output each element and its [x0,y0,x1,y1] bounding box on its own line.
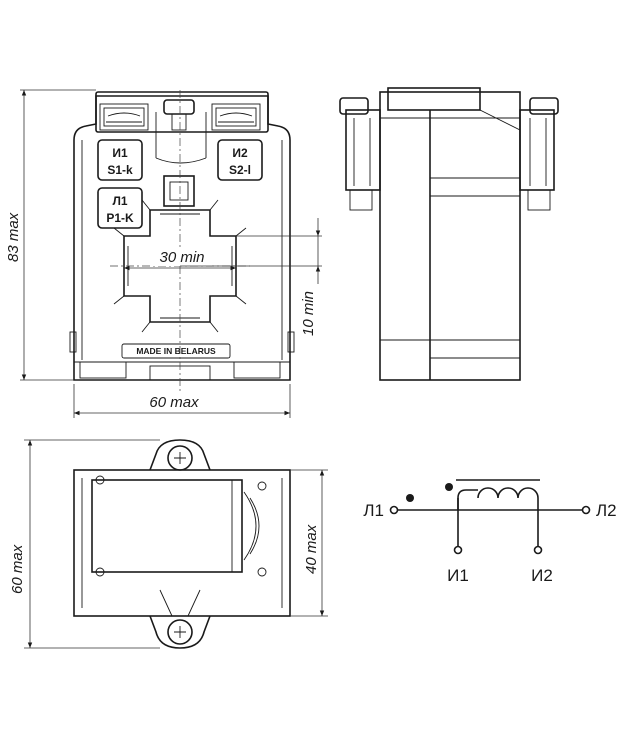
terminal-l2-node [581,505,591,515]
primary-label-p1k: P1-K [106,211,134,225]
bottom-height-dim-label: 60 max [9,544,26,594]
primary-label-l1: Л1 [112,194,127,208]
primary-polarity-dot [406,494,414,502]
schematic-label-l2: Л2 [596,501,617,520]
front-view: И1 S1-k И2 S2-l Л1 P1-K MADE IN BELARUS … [5,89,322,418]
terminal-label-s1k: S1-k [107,163,133,177]
terminal-i2-node [533,545,543,555]
terminal-label-i2: И2 [232,146,248,160]
schematic-label-l1: Л1 [363,501,384,520]
side-view [339,87,559,381]
wiring-schematic: Л1 Л2 И1 И2 [363,479,617,585]
schematic-label-i2: И2 [531,566,553,585]
terminal-label-i1: И1 [112,146,128,160]
schematic-label-i1: И1 [447,566,469,585]
width-dim-label: 60 max [149,394,199,411]
terminal-i1-node [453,545,463,555]
terminal-l1-node [389,505,399,515]
window-dim-label: 30 min [159,249,204,266]
bottom-view: 60 max 40 max [9,439,328,649]
made-in-belarus-stamp: MADE IN BELARUS [136,346,216,356]
bottom-depth-dim-label: 40 max [303,524,320,574]
height-dim-label: 83 max [5,212,22,262]
secondary-polarity-dot [445,483,453,491]
offset-dim-label: 10 min [300,291,317,336]
terminal-label-s2l: S2-l [229,163,251,177]
